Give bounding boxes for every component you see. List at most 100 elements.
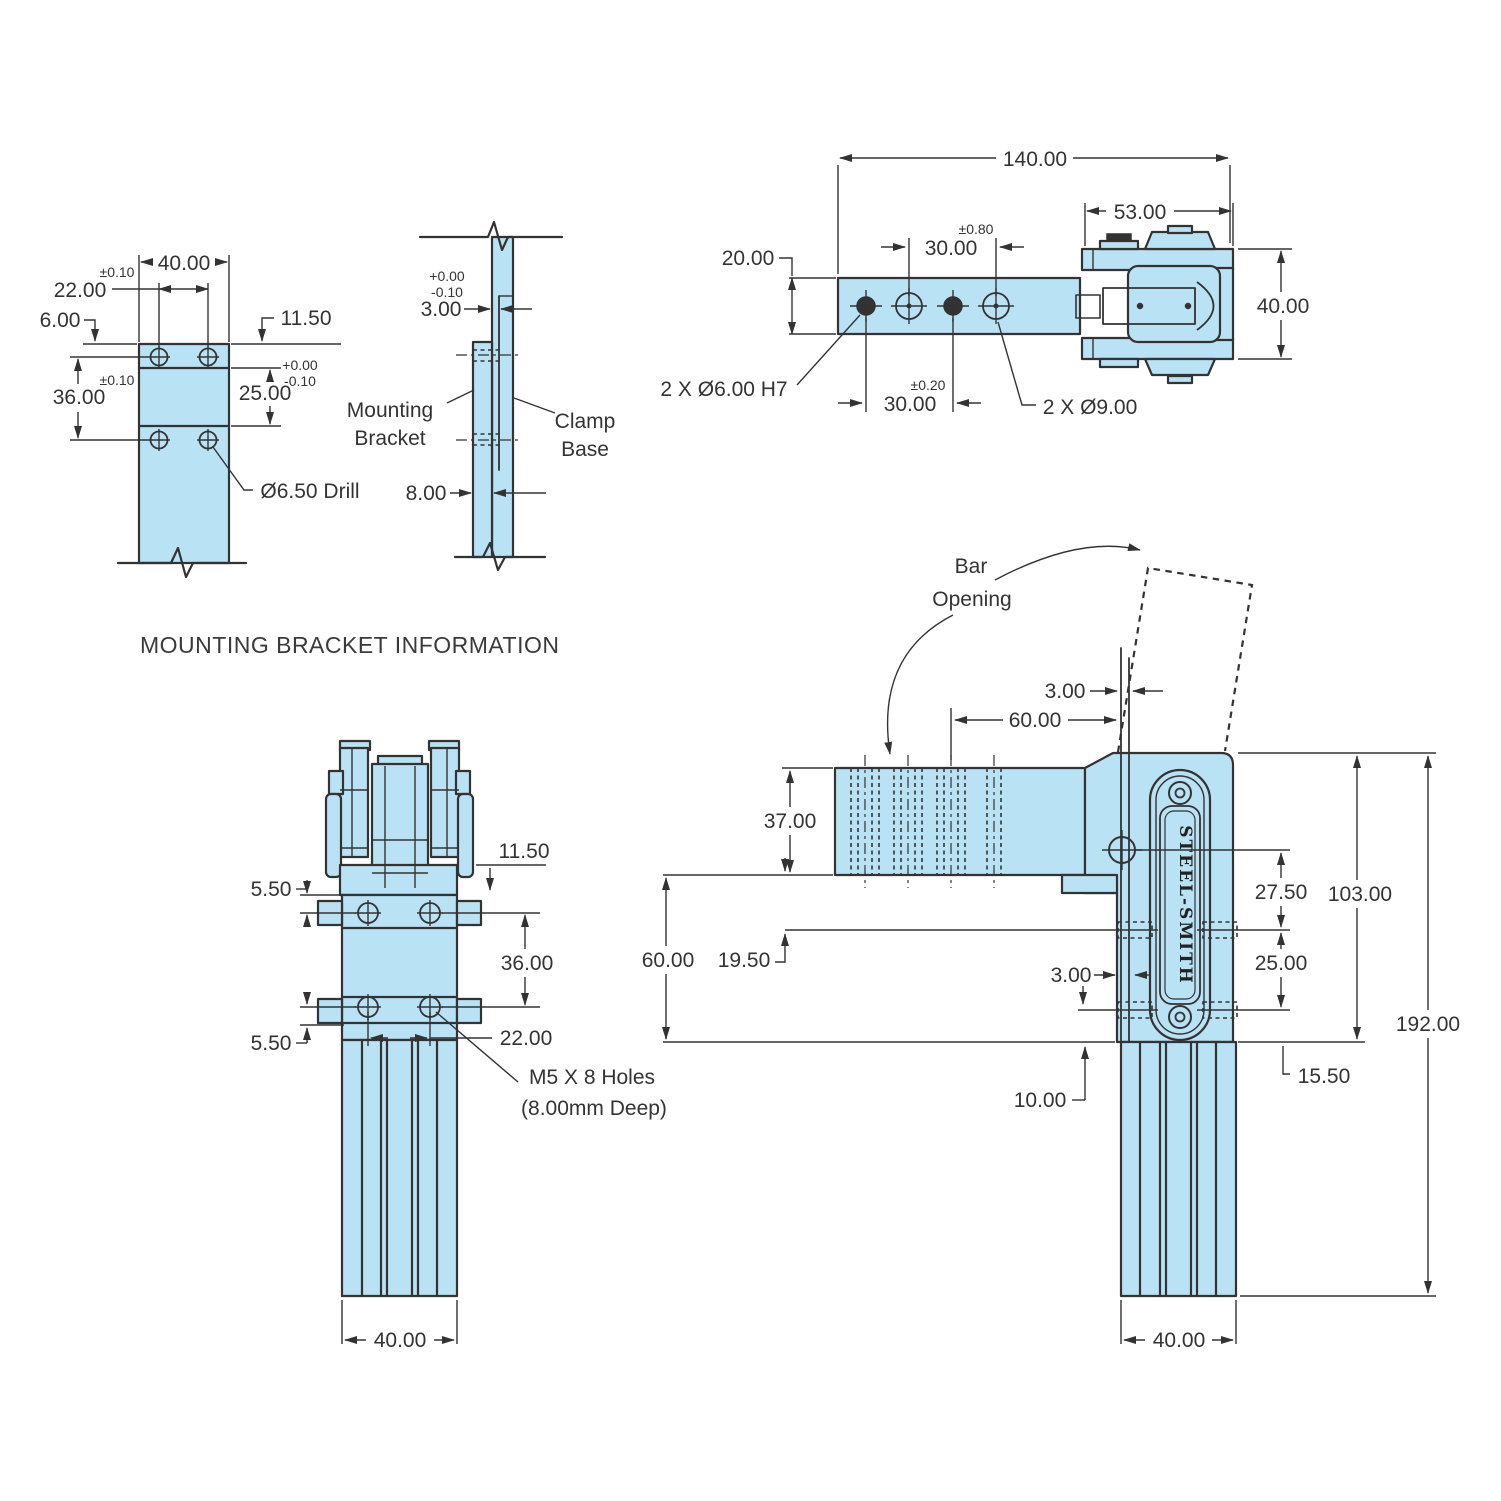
bar-groove-hidden-lines xyxy=(850,755,1002,888)
svg-text:8.00: 8.00 xyxy=(406,482,447,505)
svg-text:+0.00: +0.00 xyxy=(282,357,318,373)
svg-text:30.00: 30.00 xyxy=(884,393,937,416)
dim-base-edge: 10.00 xyxy=(1014,1046,1089,1112)
pivot-screw xyxy=(1102,830,1142,870)
dim-thickness: 8.00 xyxy=(406,482,546,505)
svg-text:11.50: 11.50 xyxy=(281,307,332,330)
dim-slot-lower: 3.00 xyxy=(1051,964,1150,1005)
dim-head-height: 40.00 xyxy=(1238,248,1309,360)
svg-text:53.00: 53.00 xyxy=(1114,201,1167,224)
svg-text:60.00: 60.00 xyxy=(1009,709,1062,732)
mounting-bracket-section xyxy=(471,340,494,559)
dim-row-span: 36.00 xyxy=(442,912,554,1008)
svg-text:3.00: 3.00 xyxy=(421,298,462,321)
svg-text:-0.10: -0.10 xyxy=(284,373,316,389)
dim-edge-top: 5.50 xyxy=(251,878,356,927)
dim-step: 11.50 xyxy=(476,840,550,891)
dowel-hole xyxy=(850,290,882,322)
svg-text:Clamp: Clamp xyxy=(555,410,616,433)
svg-text:Base: Base xyxy=(561,438,609,461)
dim-reach: 60.00 xyxy=(950,708,1117,760)
svg-text:5.50: 5.50 xyxy=(251,878,292,901)
dim-head-length: 53.00 xyxy=(1084,201,1234,246)
svg-text:±0.20: ±0.20 xyxy=(911,377,946,393)
svg-text:±0.80: ±0.80 xyxy=(959,221,994,237)
clamp-arm-left xyxy=(338,746,370,859)
dim-hole-spacing: 22.00 xyxy=(54,279,209,347)
svg-text:+0.00: +0.00 xyxy=(429,268,465,284)
dim-offset: 19.50 xyxy=(718,858,1158,972)
note-drill: Ø6.50 Drill xyxy=(212,446,360,503)
dim-row-span: 36.00 ±0.10 xyxy=(53,358,135,439)
clamp-base-section xyxy=(490,235,515,559)
column-bar xyxy=(340,1038,459,1298)
svg-text:3.00: 3.00 xyxy=(1045,680,1086,703)
drill-hole xyxy=(197,429,219,451)
note-tap-holes: M5 X 8 Holes (8.00mm Deep) xyxy=(435,1011,667,1120)
svg-text:Mounting: Mounting xyxy=(347,399,433,422)
svg-text:15.50: 15.50 xyxy=(1298,1065,1351,1088)
drill-hole xyxy=(148,346,170,368)
dim-base-height: 60.00 xyxy=(642,874,1115,1043)
dim-overall-height: 192.00 xyxy=(1240,755,1460,1297)
svg-text:27.50: 27.50 xyxy=(1255,881,1308,904)
clamp-handle-cap xyxy=(1143,230,1217,251)
tap-hole xyxy=(417,900,443,926)
dim-bar-width: 40.00 xyxy=(341,1300,458,1352)
break-line xyxy=(418,220,564,252)
label-mounting-bracket: Mounting Bracket xyxy=(347,389,475,450)
drill-hole xyxy=(148,429,170,451)
svg-text:5.50: 5.50 xyxy=(251,1032,292,1055)
svg-text:Bracket: Bracket xyxy=(354,427,425,450)
clamp-bar-side xyxy=(833,766,1087,877)
drawing-title: MOUNTING BRACKET INFORMATION xyxy=(140,632,560,658)
svg-text:37.00: 37.00 xyxy=(764,810,817,833)
svg-text:Bar: Bar xyxy=(955,555,988,578)
svg-text:Opening: Opening xyxy=(932,588,1011,611)
svg-text:36.00: 36.00 xyxy=(53,386,106,409)
dim-bar-width: 40.00 xyxy=(1120,1300,1237,1352)
svg-text:-0.10: -0.10 xyxy=(431,284,463,300)
view-clamp-side: STEEL-SMITH Bar Opening 3.00 xyxy=(642,543,1460,1352)
dim-body-height: 103.00 xyxy=(1238,752,1436,1043)
svg-text:36.00: 36.00 xyxy=(501,952,554,975)
dim-edge-to-hole: 6.00 xyxy=(40,309,137,345)
view-bracket-side: 3.00 +0.00 -0.10 8.00 Mounting Bracket C… xyxy=(347,220,616,572)
clamp-arm-right xyxy=(429,746,461,859)
break-line xyxy=(116,546,248,579)
svg-text:40.00: 40.00 xyxy=(1153,1329,1206,1352)
clamp-head xyxy=(1126,264,1222,344)
dim-edge-bottom: 5.50 xyxy=(251,992,356,1055)
clamp-body xyxy=(1083,751,1235,1044)
dim-span-upper: 30.00 ±0.80 xyxy=(881,221,1024,296)
dim-pivot-to-hole: 27.50 xyxy=(1136,849,1308,931)
svg-text:10.00: 10.00 xyxy=(1014,1089,1067,1112)
capsule-screw xyxy=(1168,1005,1192,1029)
dim-slot-upper: 3.00 xyxy=(1045,680,1163,703)
note-clearance-holes: 2 X Ø9.00 xyxy=(997,321,1137,419)
view-clamp-front: 5.50 5.50 11.50 36.00 22 xyxy=(251,739,667,1352)
tap-hole xyxy=(355,900,381,926)
svg-text:19.50: 19.50 xyxy=(718,949,771,972)
label-bar-opening: Bar Opening xyxy=(884,543,1141,755)
dim-hole-span: 25.00 xyxy=(1078,932,1308,1011)
bar-open-position xyxy=(1116,566,1254,753)
svg-text:60.00: 60.00 xyxy=(642,949,695,972)
break-line xyxy=(453,541,547,572)
svg-text:6.00: 6.00 xyxy=(40,309,81,332)
svg-text:25.00: 25.00 xyxy=(239,382,292,405)
view-clamp-top: 140.00 53.00 30.00 ±0.80 20.00 xyxy=(660,148,1309,419)
brand-label: STEEL-SMITH xyxy=(1175,825,1195,985)
bracket-plate-body xyxy=(137,342,231,565)
svg-text:25.00: 25.00 xyxy=(1255,952,1308,975)
svg-text:30.00: 30.00 xyxy=(925,237,978,260)
label-clamp-base: Clamp Base xyxy=(513,397,616,461)
svg-text:M5 X 8 Holes: M5 X 8 Holes xyxy=(529,1066,655,1089)
svg-text:Ø6.50 Drill: Ø6.50 Drill xyxy=(260,480,359,503)
dim-step: 11.50 xyxy=(231,307,341,345)
svg-text:22.00: 22.00 xyxy=(54,279,107,302)
dim-hole-spacing: 22.00 xyxy=(367,1012,552,1050)
svg-text:3.00: 3.00 xyxy=(1051,964,1092,987)
